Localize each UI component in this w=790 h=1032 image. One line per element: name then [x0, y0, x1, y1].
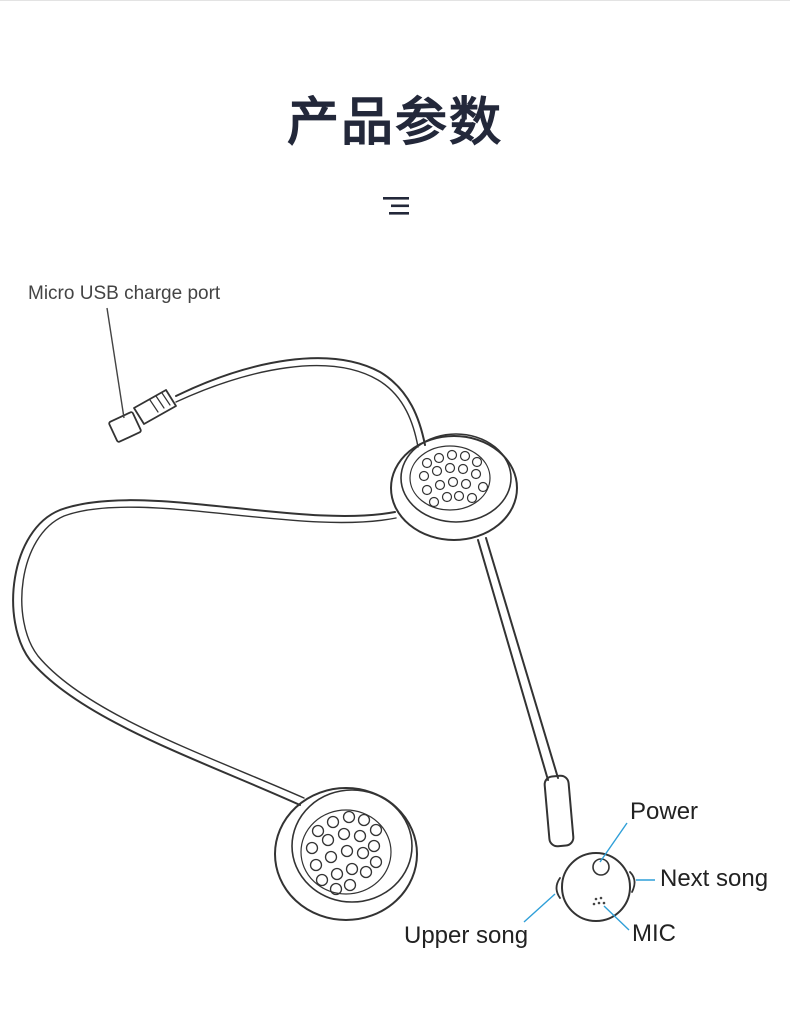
top-speaker-grille	[418, 449, 489, 508]
mic-label: MIC	[632, 920, 676, 947]
usb-pointer	[106, 307, 125, 419]
power-pointer	[599, 822, 628, 863]
mic-pointer	[603, 905, 630, 931]
control-unit	[555, 852, 636, 922]
usb-port-label: Micro USB charge port	[28, 283, 221, 304]
boom-arm	[477, 539, 549, 781]
top-divider	[0, 0, 790, 1]
speaker-cable	[12, 499, 396, 806]
mic-holes	[592, 896, 606, 906]
upper-song-label: Upper song	[404, 922, 529, 949]
menu-lines-icon	[383, 197, 409, 215]
page-title: 产品参数	[286, 93, 503, 153]
bottom-speaker	[274, 787, 418, 921]
next-song-label: Next song	[660, 865, 769, 892]
power-label: Power	[630, 798, 699, 825]
power-button	[592, 858, 610, 876]
usb-cable	[175, 357, 426, 446]
upper-song-pointer	[523, 893, 556, 923]
usb-connector	[108, 389, 177, 443]
bottom-speaker-grille	[305, 810, 383, 896]
top-speaker	[390, 433, 518, 541]
